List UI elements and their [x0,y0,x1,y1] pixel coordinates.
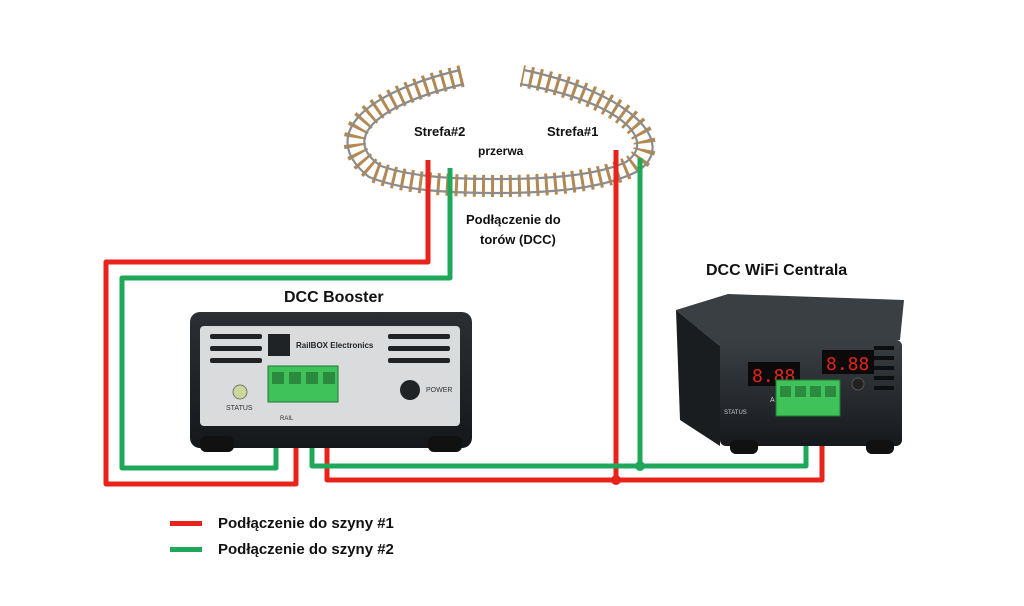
booster-terminal-block [267,365,339,403]
central-button-icon [851,377,865,391]
central-foot-left [730,440,758,454]
central-title: DCC WiFi Centrala [706,262,848,279]
legend-swatch-rail1 [170,521,202,526]
legend-item-rail1: Podłączenie do szyny #1 [170,515,394,532]
zone2-label: Strefa#2 [414,124,466,139]
wire-rail1-booster-track [103,160,431,487]
central-terminal-block [775,379,841,417]
central-display-right: 8.88 [826,354,869,375]
central-status-label: STATUS [724,410,747,416]
track-rail-outer [346,68,654,195]
booster-title: DCC Booster [284,289,384,306]
dcc-booster-device: RailBOX Electronics STATUS POWER RAIL [190,312,472,452]
central-unit-label: A [770,397,775,404]
central-foot-right [866,440,894,454]
central-left-side [676,310,720,446]
central-top [676,294,904,346]
zone1-label: Strefa#1 [547,124,599,139]
legend-label-rail1: Podłączenie do szyny #1 [218,515,394,532]
track-curve [343,65,656,198]
booster-foot-right [428,436,462,452]
junction-rail1 [611,475,621,485]
booster-power-label: POWER [426,387,452,394]
junction-rail2 [635,461,645,471]
booster-status-label: STATUS [226,405,253,412]
status-led-icon [232,384,248,400]
booster-vents-right [388,334,450,363]
central-display-right-bg [822,350,874,374]
booster-logo-icon [268,334,290,356]
dcc-wifi-central-device: 8.88 8.88 A STATUS [676,294,904,454]
gap-label: przerwa [478,144,524,158]
wire-rail2-booster-track [119,168,453,471]
legend-swatch-rail2 [170,547,202,552]
legend-label-rail2: Podłączenie do szyny #2 [218,541,394,558]
track-rail-inner [363,82,639,181]
power-switch-icon [400,380,420,400]
central-vents [874,346,894,390]
booster-brand: RailBOX Electronics [296,341,374,350]
booster-connector-label: RAIL [280,416,294,422]
track-connection-label-line2: torów (DCC) [480,232,556,247]
track-connection-label-line1: Podłączenie do [466,212,561,227]
booster-foot-left [200,436,234,452]
booster-vents-left [210,334,262,363]
legend-item-rail2: Podłączenie do szyny #2 [170,541,394,558]
